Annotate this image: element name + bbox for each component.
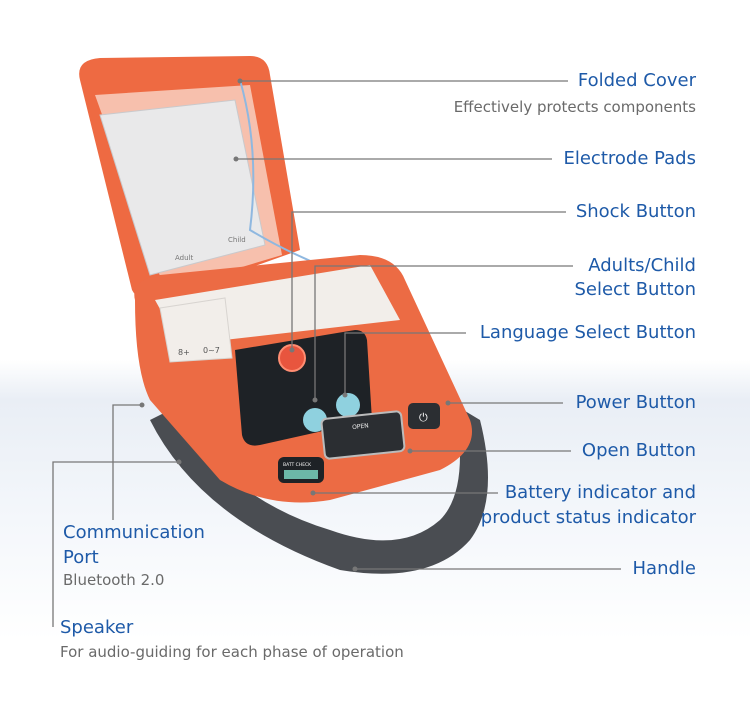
folded-cover-desc: Effectively protects components (453, 98, 696, 116)
handle (150, 405, 488, 574)
comm-port-desc: Bluetooth 2.0 (63, 571, 165, 589)
power-icon: ⏻ (419, 411, 428, 424)
adults-child-label-line2: Select Button (574, 279, 696, 300)
handle-label: Handle (632, 558, 696, 579)
power-button-label: Power Button (575, 392, 696, 413)
electrode-pads-label: Electrode Pads (563, 148, 696, 169)
pad-child-label: Child (228, 236, 246, 244)
speaker-label: Speaker (60, 617, 134, 638)
electrode-pads (99, 99, 266, 276)
power-button[interactable] (408, 403, 440, 429)
language-select-button[interactable] (336, 393, 360, 417)
open-button-label: Open Button (581, 440, 696, 461)
leader-dots (139, 78, 451, 572)
age-child-label: 0~7 (203, 346, 220, 355)
leader-lines (52, 80, 621, 627)
speaker-desc: For audio-guiding for each phase of oper… (60, 643, 404, 661)
shock-button-label: Shock Button (575, 201, 696, 222)
folded-cover-label: Folded Cover (577, 70, 696, 91)
comm-port-label-line2: Port (63, 547, 99, 568)
age-adult-label: 8+ (178, 348, 190, 357)
pad-adult-label: Adult (175, 254, 193, 262)
language-select-label: Language Select Button (479, 322, 696, 343)
open-label: OPEN (352, 422, 369, 431)
battery-label-line2: product status indicator (480, 507, 696, 528)
batt-check-label: BATT CHECK (283, 462, 312, 468)
comm-port-label-line1: Communication (63, 522, 205, 543)
open-button[interactable] (320, 410, 406, 460)
adults-child-label-line1: Adults/Child (588, 255, 696, 276)
battery-label-line1: Battery indicator and (504, 482, 696, 503)
